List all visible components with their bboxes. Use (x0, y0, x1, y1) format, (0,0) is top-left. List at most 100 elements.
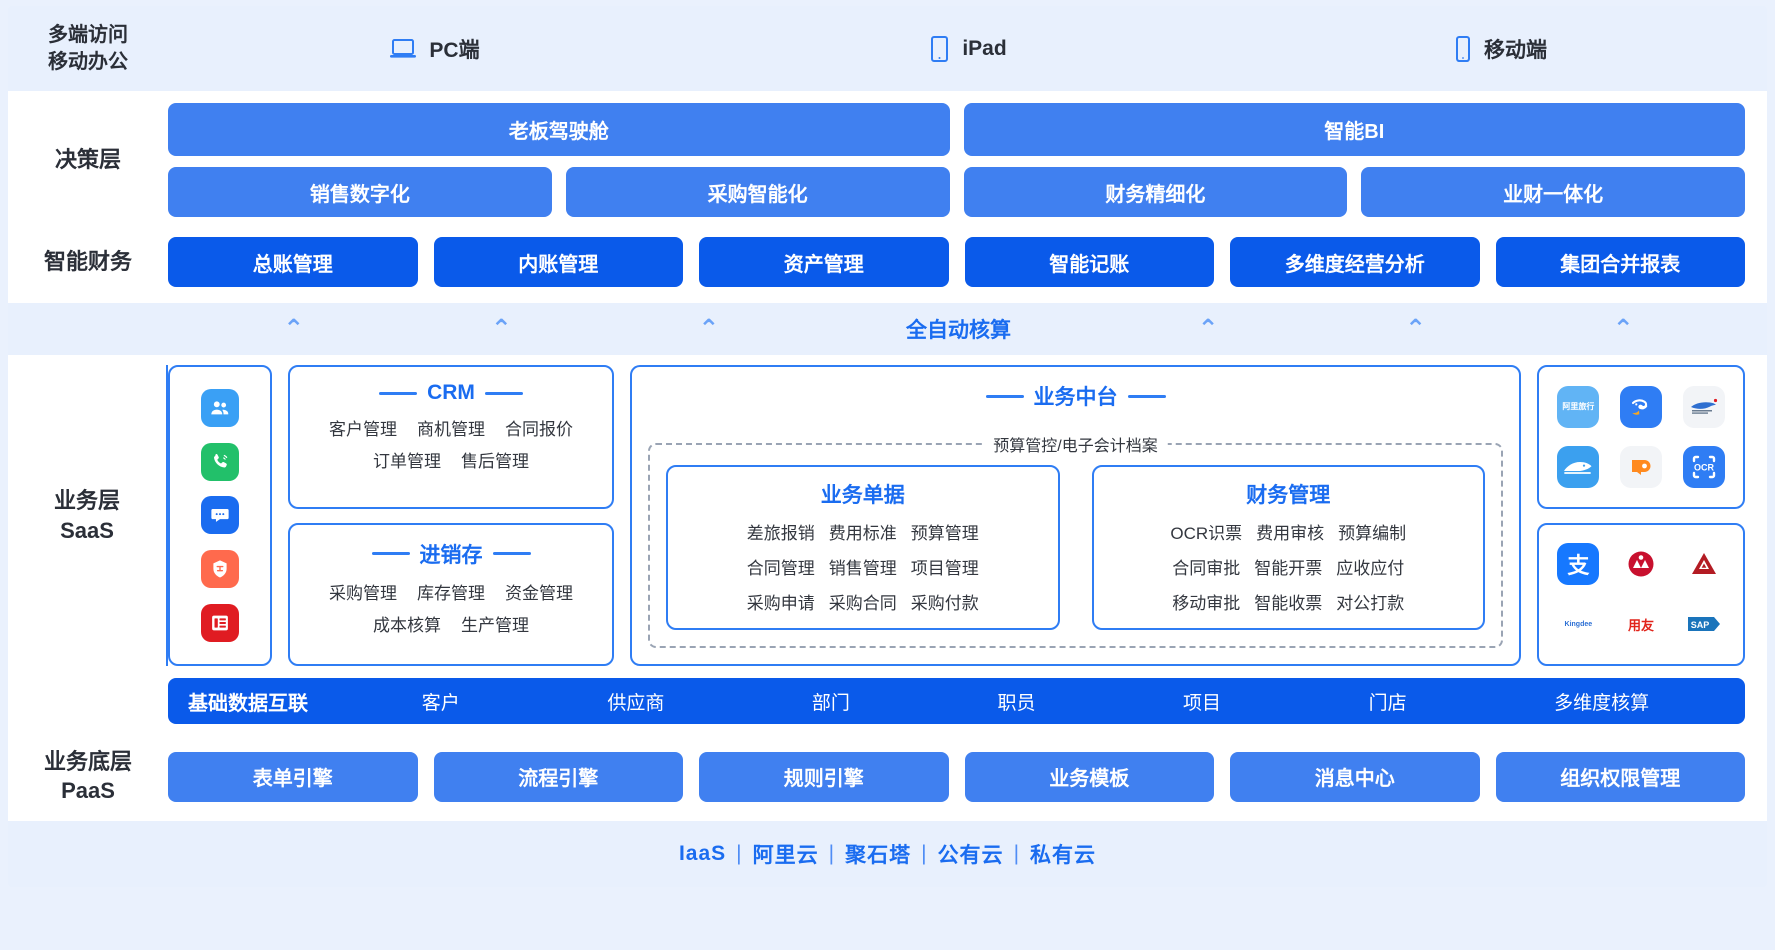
financial-management-item[interactable]: 预算编制 (1338, 524, 1407, 543)
financial-management-item[interactable]: 智能开票 (1254, 559, 1323, 578)
payment-erp-panel: 支 (1537, 522, 1745, 666)
chevron-up-icon: ⌃ (283, 314, 305, 343)
terminal-mobile[interactable]: 移动端 (1234, 34, 1767, 64)
shield-icon[interactable] (201, 550, 239, 589)
finance-item-multidim-analysis[interactable]: 多维度经营分析 (1230, 237, 1480, 287)
sap-logo[interactable]: SAP (1682, 603, 1725, 646)
contacts-icon[interactable] (201, 388, 239, 427)
financial-management-item[interactable]: 应收应付 (1336, 559, 1405, 578)
financial-management-row: 移动审批 智能收票 对公打款 (1104, 589, 1474, 614)
business-documents-item[interactable]: 采购申请 (746, 594, 815, 613)
business-documents-item[interactable]: 差旅报销 (746, 524, 815, 543)
business-documents-item[interactable]: 采购付款 (910, 594, 979, 613)
financial-management-item[interactable]: 对公打款 (1336, 594, 1405, 613)
jxc-title: 进销存 (419, 543, 483, 567)
middle-platform-title-row: 业务中台 (648, 381, 1503, 411)
jxc-item[interactable]: 资金管理 (505, 583, 573, 603)
base-data-item-department[interactable]: 部门 (811, 692, 850, 714)
base-data-item-store[interactable]: 门店 (1368, 692, 1407, 714)
railway-logo[interactable] (1557, 445, 1600, 488)
paas-layer-body: 表单引擎 流程引擎 规则引擎 业务模板 消息中心 组织权限管理 (168, 751, 1767, 802)
didi-logo[interactable] (1619, 445, 1662, 488)
decision-item-smart-bi[interactable]: 智能BI (963, 103, 1745, 156)
base-data-item-customer[interactable]: 客户 (421, 692, 460, 714)
alitrip-logo[interactable]: 阿里旅行 (1557, 385, 1600, 428)
finance-item-asset-management[interactable]: 资产管理 (699, 237, 949, 287)
base-data-item-project[interactable]: 项目 (1183, 692, 1222, 714)
jxc-item[interactable]: 采购管理 (329, 583, 397, 603)
phone-call-icon[interactable] (201, 442, 239, 481)
finance-item-general-ledger[interactable]: 总账管理 (168, 237, 418, 287)
form-list-icon[interactable] (201, 604, 239, 643)
decision-item-biz-finance-integration[interactable]: 业财一体化 (1361, 167, 1745, 217)
finance-item-group-consolidation[interactable]: 集团合并报表 (1495, 237, 1745, 287)
business-layer-body: CRM 客户管理 商机管理 合同报价 订单管理 (168, 365, 1767, 666)
smart-finance-row: 智能财务 总账管理 内账管理 资产管理 智能记账 多维度经营分析 集团合并报表 (8, 231, 1767, 303)
crm-item[interactable]: 客户管理 (329, 420, 397, 439)
iaas-item-aliyun[interactable]: 阿里云 (752, 844, 819, 868)
jxc-item[interactable]: 生产管理 (461, 615, 529, 635)
decision-item-boss-cockpit[interactable]: 老板驾驶舱 (168, 103, 950, 156)
message-icon[interactable] (201, 496, 239, 535)
yonyou-logo[interactable]: 用友 (1619, 603, 1662, 646)
business-documents-item[interactable]: 预算管理 (910, 524, 979, 543)
kingdee-logo[interactable]: Kingdee (1557, 603, 1600, 646)
financial-management-item[interactable]: 合同审批 (1172, 559, 1241, 578)
iaas-separator: | (828, 842, 836, 866)
alipay-logo[interactable]: 支 (1557, 543, 1600, 586)
financial-management-item[interactable]: 移动审批 (1172, 594, 1241, 613)
paas-layer-label-line1: 业务底层 (43, 749, 132, 774)
jxc-item[interactable]: 成本核算 (373, 615, 441, 635)
base-data-item-supplier[interactable]: 供应商 (607, 692, 665, 714)
title-dash-right (492, 552, 531, 555)
crm-item[interactable]: 售后管理 (461, 452, 529, 471)
financial-management-item[interactable]: 智能收票 (1254, 594, 1323, 613)
iaas-item-public-cloud[interactable]: 公有云 (937, 844, 1004, 868)
crm-item[interactable]: 订单管理 (373, 452, 441, 471)
financial-management-item[interactable]: OCR识票 (1170, 524, 1243, 543)
budget-archive-dashed-box: 预算管控/电子会计档案 业务单据 差旅报销 费用标准 预算管理 (648, 432, 1503, 648)
iaas-item-private-cloud[interactable]: 私有云 (1030, 844, 1097, 868)
paas-item-form-engine[interactable]: 表单引擎 (168, 751, 418, 802)
decision-item-purchase-smart[interactable]: 采购智能化 (565, 167, 950, 217)
multi-terminal-bar: 多端访问 移动办公 PC端 (8, 6, 1767, 91)
base-data-item-multidim-accounting[interactable]: 多维度核算 (1554, 692, 1650, 714)
finance-item-smart-bookkeeping[interactable]: 智能记账 (964, 237, 1214, 287)
paas-item-message-center[interactable]: 消息中心 (1230, 751, 1480, 802)
finance-item-internal-ledger[interactable]: 内账管理 (433, 237, 683, 287)
title-dash-left (371, 552, 410, 555)
business-documents-item[interactable]: 费用标准 (828, 524, 897, 543)
chinaair-logo[interactable] (1682, 385, 1725, 428)
terminal-pc[interactable]: PC端 (168, 34, 701, 64)
terminal-ipad[interactable]: iPad (701, 35, 1234, 63)
ocr-logo[interactable]: OCR (1682, 445, 1725, 488)
ccb-logo[interactable] (1682, 543, 1725, 586)
crm-row: 订单管理 售后管理 (302, 447, 600, 472)
crm-item[interactable]: 合同报价 (505, 420, 573, 439)
feizhu-logo[interactable] (1619, 385, 1662, 428)
iaas-separator: | (1013, 842, 1021, 866)
business-documents-item[interactable]: 采购合同 (828, 594, 897, 613)
crm-card: CRM 客户管理 商机管理 合同报价 订单管理 (288, 365, 614, 509)
iaas-item-jushita[interactable]: 聚石塔 (845, 844, 912, 868)
jxc-item[interactable]: 库存管理 (417, 583, 485, 603)
base-data-item-employee[interactable]: 职员 (997, 692, 1036, 714)
financial-management-item[interactable]: 费用审核 (1256, 524, 1325, 543)
business-documents-item[interactable]: 销售管理 (828, 559, 897, 578)
travel-partner-row: OCR (1547, 445, 1735, 488)
upper-white-block: 决策层 老板驾驶舱 智能BI 销售数字化 采购智能化 财务精细化 业财一体化 (8, 91, 1767, 303)
crm-item[interactable]: 商机管理 (417, 420, 485, 439)
iaas-item-iaas: IaaS (678, 842, 727, 866)
paas-item-rule-engine[interactable]: 规则引擎 (699, 751, 949, 802)
paas-item-org-permission[interactable]: 组织权限管理 (1495, 751, 1745, 802)
iaas-footer: IaaS | 阿里云 | 聚石塔 | 公有云 | 私有云 (8, 821, 1767, 888)
multi-terminal-label-line2: 移动办公 (48, 50, 128, 73)
decision-item-finance-refined[interactable]: 财务精细化 (963, 167, 1348, 217)
paas-item-business-template[interactable]: 业务模板 (964, 751, 1214, 802)
cmb-logo[interactable] (1619, 543, 1662, 586)
decision-item-sales-digital[interactable]: 销售数字化 (168, 167, 552, 217)
paas-item-process-engine[interactable]: 流程引擎 (433, 751, 683, 802)
business-documents-item[interactable]: 合同管理 (746, 559, 815, 578)
business-documents-row: 差旅报销 费用标准 预算管理 (678, 519, 1048, 544)
business-documents-item[interactable]: 项目管理 (910, 559, 979, 578)
